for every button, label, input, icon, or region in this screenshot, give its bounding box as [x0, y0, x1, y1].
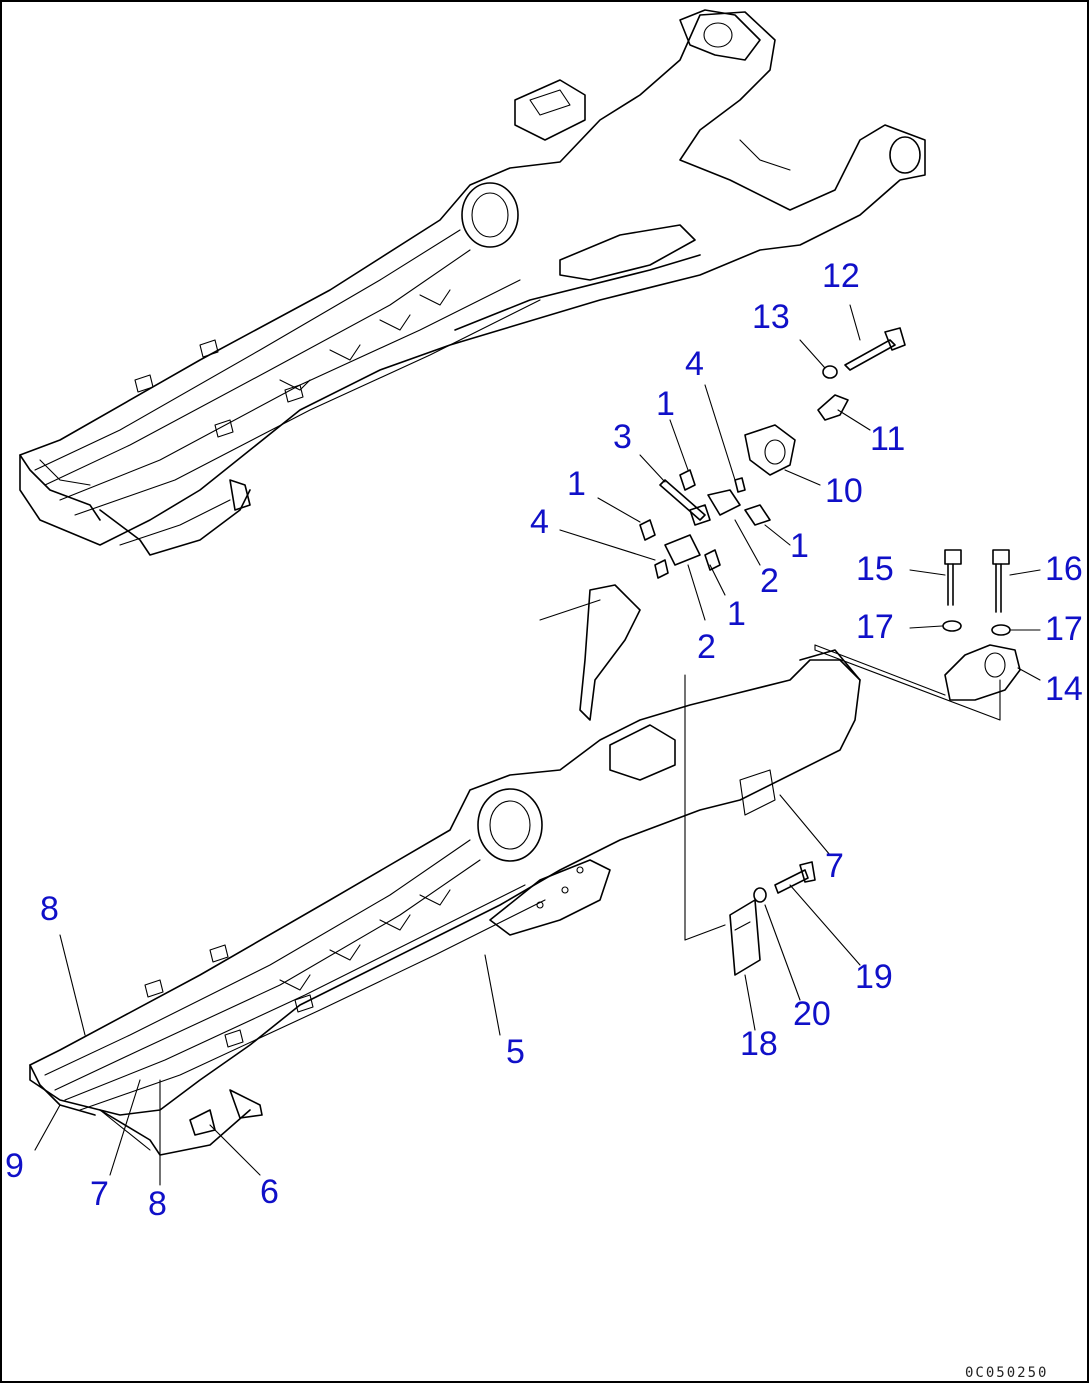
callout-13: 13	[752, 298, 790, 336]
callout-4-b: 4	[530, 503, 549, 541]
callout-6: 6	[260, 1173, 279, 1211]
callout-20: 20	[793, 995, 831, 1033]
callout-14: 14	[1045, 670, 1083, 708]
leader-lines	[34, 304, 1041, 1186]
callout-17-b: 17	[1045, 610, 1083, 648]
callout-4-a: 4	[685, 345, 704, 383]
callout-10: 10	[825, 472, 863, 510]
callout-2-b: 2	[697, 628, 716, 666]
callout-17-a: 17	[856, 608, 894, 646]
exploded-parts	[639, 327, 1021, 976]
drawing-code: 0C050250	[965, 1365, 1048, 1381]
callout-labels: 1 1 1 1 2 2 3 4 4 5 6 7 7 8 8 9 10 11 12…	[5, 257, 1083, 1223]
callout-1-d: 1	[727, 595, 746, 633]
callout-1-a: 1	[656, 385, 675, 423]
callout-3: 3	[613, 418, 632, 456]
callout-1-b: 1	[567, 465, 586, 503]
callout-11: 11	[870, 420, 905, 458]
callout-8-a: 8	[40, 890, 59, 928]
callout-12: 12	[822, 257, 860, 295]
callout-15: 15	[856, 550, 894, 588]
lower-track-frame	[29, 584, 861, 1156]
callout-1-c: 1	[790, 527, 809, 565]
callout-19: 19	[855, 958, 893, 996]
callout-7-b: 7	[90, 1175, 109, 1213]
callout-8-b: 8	[148, 1185, 167, 1223]
upper-track-frame	[19, 9, 926, 556]
callout-18: 18	[740, 1025, 778, 1063]
callout-2-a: 2	[760, 562, 779, 600]
callout-16: 16	[1045, 550, 1083, 588]
callout-5: 5	[506, 1033, 525, 1071]
callout-9: 9	[5, 1147, 24, 1185]
callout-7-a: 7	[825, 847, 844, 885]
